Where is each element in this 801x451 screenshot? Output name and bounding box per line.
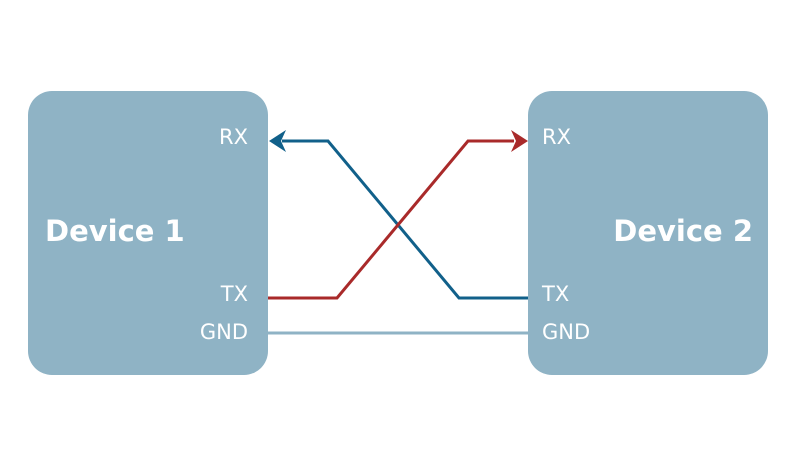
device-1-title: Device 1 [45, 214, 185, 248]
device-1-gnd-label: GND [200, 320, 248, 344]
device-2-gnd-label: GND [542, 320, 590, 344]
wire-device2-tx-to-device1-rx [282, 139, 528, 300]
device-2-rx-label: RX [542, 125, 571, 149]
device-1-tx-label: TX [220, 282, 248, 306]
device-2: Device 2 RX TX GND [528, 91, 768, 375]
device-1-box [28, 91, 268, 375]
device-2-tx-label: TX [541, 282, 569, 306]
device-2-title: Device 2 [613, 214, 753, 248]
arrowhead-device1-rx-icon [269, 130, 286, 152]
device-1: Device 1 RX TX GND [28, 91, 268, 375]
device-1-rx-label: RX [219, 125, 248, 149]
device-2-box [528, 91, 768, 375]
wire-device1-tx-to-device2-rx [268, 139, 514, 300]
arrowhead-device2-rx-icon [511, 130, 528, 152]
